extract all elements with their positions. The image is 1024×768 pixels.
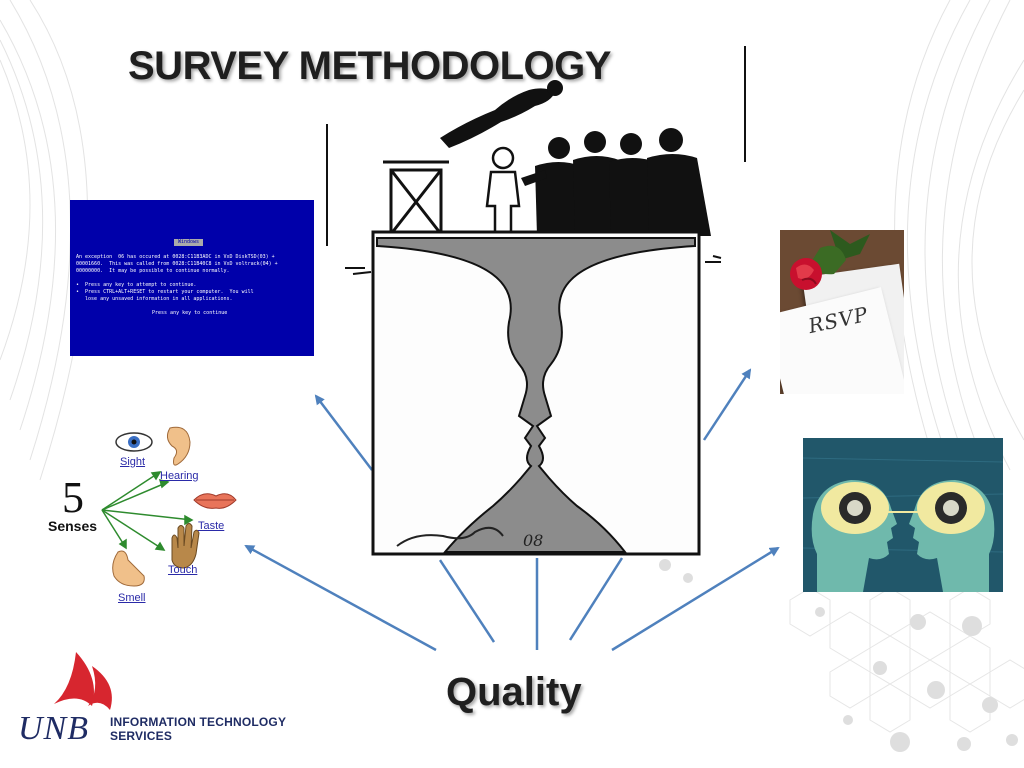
bsod-image: Windows An exception 06 has occured at 0… [70, 200, 314, 356]
sense-label-smell: Smell [118, 592, 146, 604]
unb-department-text: INFORMATION TECHNOLOGY SERVICES [110, 715, 286, 743]
eye-icon [115, 432, 153, 452]
bsod-bullets: • Press any key to attempt to continue. … [76, 282, 254, 302]
rose-icon [790, 230, 870, 290]
senses-word: Senses [48, 518, 98, 534]
unb-line-1: INFORMATION TECHNOLOGY [110, 715, 287, 729]
bsod-message: An exception 06 has occured at 0028:C11B… [76, 254, 278, 274]
arrow-line-3 [568, 557, 624, 641]
arrow-to-heads [611, 546, 780, 652]
senses-number: 5 [62, 473, 84, 522]
slide-title: SURVEY METHODOLOGY [128, 44, 611, 88]
heads-graphic [803, 438, 1003, 592]
nose-icon [112, 550, 145, 587]
head-left [811, 480, 897, 592]
center-collage: 08 [326, 46, 746, 556]
sense-label-taste: Taste [198, 520, 225, 532]
lips-icon [193, 493, 237, 509]
five-senses-image: 5 Senses Sight Hearing Taste Touch Smell [40, 420, 240, 610]
quality-label: Quality [446, 670, 582, 714]
head-right [909, 480, 995, 592]
hand-icon [171, 523, 200, 569]
faces-vase-illusion: 08 [371, 230, 701, 556]
signature-year: 08 [523, 531, 543, 550]
unb-wordmark: UNB [18, 710, 89, 747]
ear-icon [166, 426, 191, 466]
sense-label-hearing: Hearing [160, 470, 199, 482]
sense-label-touch: Touch [168, 564, 198, 576]
arrow-to-senses [244, 544, 437, 652]
crowd-illustration [326, 46, 746, 275]
arrow-to-rsvp [702, 368, 752, 441]
bsod-header: Windows [174, 239, 204, 246]
bsod-footer: Press any key to continue [152, 310, 228, 316]
rsvp-image: RSVP [780, 230, 904, 394]
sail-logo-icon [54, 652, 112, 710]
two-heads-image [803, 438, 1003, 592]
unb-line-2: SERVICES [110, 729, 173, 743]
senses-graphics [101, 426, 237, 587]
unb-logo: UNB INFORMATION TECHNOLOGY SERVICES [18, 648, 308, 748]
arrow-to-bsod [314, 394, 373, 471]
arrow-line-1 [438, 559, 496, 643]
sense-label-sight: Sight [120, 456, 146, 468]
